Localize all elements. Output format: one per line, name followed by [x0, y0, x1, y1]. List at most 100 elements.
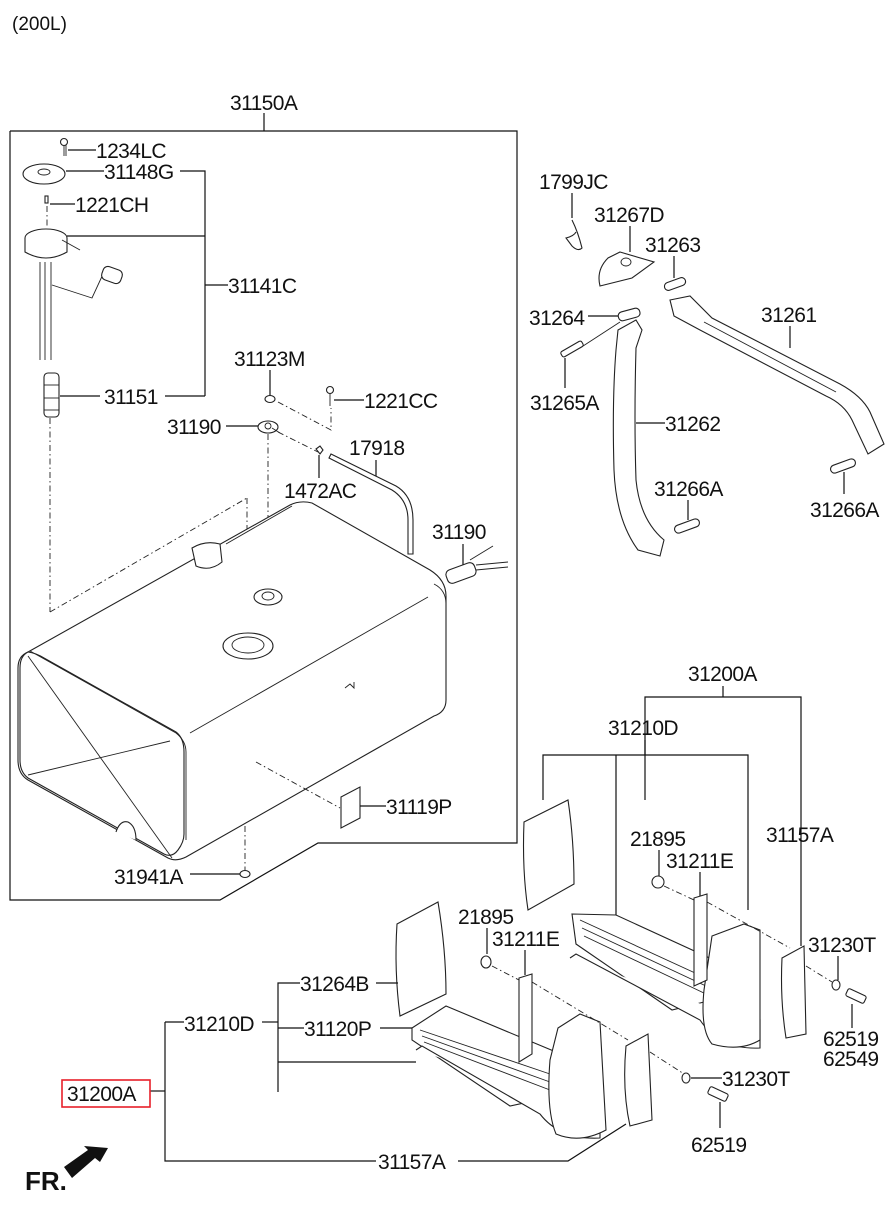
label-plate-icon: [340, 786, 361, 829]
label-31264B[interactable]: 31264B: [300, 973, 369, 996]
label-31264[interactable]: 31264: [529, 307, 586, 330]
stay-right-icon: [780, 945, 807, 1039]
label-21895-left[interactable]: 21895: [458, 906, 514, 929]
pin-icon: [663, 277, 687, 291]
label-31157A-left[interactable]: 31157A: [378, 1151, 446, 1174]
step-pad-left-icon: [395, 901, 447, 1017]
label-31941A[interactable]: 31941A: [114, 866, 184, 889]
bracket-right-icon: [693, 893, 708, 987]
label-plate-guide-line: [255, 761, 341, 809]
step-tread-right-icon: [569, 913, 761, 1049]
tank-band-lower-icon: [612, 319, 665, 557]
tank-band-group: 1799JC 31267D 31263 31261 31264 31265A 3…: [529, 171, 885, 557]
label-31211E-left[interactable]: 31211E: [492, 928, 560, 951]
label-31157A-right[interactable]: 31157A: [766, 824, 834, 847]
label-31190-second[interactable]: 31190: [432, 521, 486, 544]
fuel-sender-unit-icon: [24, 206, 123, 360]
nut-icon: [480, 955, 492, 969]
front-label: FR.: [25, 1166, 67, 1196]
label-31261[interactable]: 31261: [761, 304, 817, 327]
screw-guide-line: [277, 401, 332, 431]
clamp-icon: [315, 445, 324, 455]
label-62549-right[interactable]: 62549: [823, 1048, 879, 1071]
label-31266A-right[interactable]: 31266A: [810, 499, 880, 522]
vent-valve-icon: [257, 420, 281, 434]
nut-guide-line: [663, 885, 695, 901]
small-screw-icon: [44, 195, 49, 204]
fuel-tank-icon: [17, 501, 447, 861]
label-31200A-left[interactable]: 31200A: [67, 1083, 137, 1106]
tank-band-upper-icon: [669, 295, 885, 455]
tank-assembly-frame: [9, 130, 518, 901]
label-31267D[interactable]: 31267D: [594, 204, 665, 227]
band-upper-line: [703, 321, 837, 393]
label-17918[interactable]: 17918: [349, 437, 405, 460]
label-31148G[interactable]: 31148G: [104, 161, 174, 184]
hose-icon: [328, 453, 414, 555]
label-1799JC[interactable]: 1799JC: [539, 171, 609, 194]
washer-icon: [681, 1072, 691, 1084]
bracket-31210D-left: [277, 982, 300, 1092]
bolt-icon: [707, 1086, 729, 1102]
label-31200A-right[interactable]: 31200A: [688, 663, 758, 686]
bolt-icon: [845, 988, 867, 1004]
label-1221CC[interactable]: 1221CC: [364, 390, 438, 413]
pin-icon: [829, 458, 857, 474]
step-assembly-right-group: 31200A 31210D 21895 31211E 31157A 31230T: [522, 663, 879, 1071]
label-31265A[interactable]: 31265A: [530, 392, 600, 415]
bolt-icon: [560, 340, 584, 358]
highlight-box: [61, 1079, 151, 1108]
label-31150A[interactable]: 31150A: [230, 92, 298, 115]
label-31263[interactable]: 31263: [645, 234, 701, 257]
bracket-31200A-left: [164, 1022, 376, 1162]
step-assembly-left-group: 21895 31211E 31230T 62519 31264B 31120P …: [61, 901, 791, 1174]
label-31119P[interactable]: 31119P: [386, 796, 452, 819]
label-1234LC[interactable]: 1234LC: [96, 140, 167, 163]
bracket-guide-line-left: [531, 981, 629, 1041]
nut-icon: [651, 875, 665, 889]
washer-icon: [831, 979, 841, 991]
label-1221CH[interactable]: 1221CH: [75, 194, 149, 217]
bracket-cover-icon: [598, 251, 656, 287]
label-31266A[interactable]: 31266A: [654, 478, 724, 501]
bracket-guide-line: [706, 901, 791, 949]
label-31262[interactable]: 31262: [665, 413, 721, 436]
label-62519-left[interactable]: 62519: [691, 1134, 747, 1157]
bolt-guide-line: [579, 321, 621, 349]
drain-plug-icon: [239, 869, 251, 879]
label-21895-right[interactable]: 21895: [630, 828, 686, 851]
screw-icon: [59, 137, 69, 156]
step-pad-right-icon: [522, 799, 575, 911]
cover-plate-icon: [22, 163, 66, 185]
strainer-icon: [43, 372, 60, 418]
label-31230T-left[interactable]: 31230T: [722, 1068, 791, 1091]
bracket-cover-hole: [620, 257, 632, 267]
label-31230T-right[interactable]: 31230T: [808, 934, 877, 957]
label-31211E-right[interactable]: 31211E: [666, 850, 734, 873]
stay-left-icon: [624, 1033, 653, 1127]
front-direction-indicator: FR.: [25, 1146, 108, 1196]
label-31210D-left[interactable]: 31210D: [184, 1013, 255, 1036]
nut-guide-line-left: [491, 965, 520, 981]
bracket-31141C: [180, 170, 206, 396]
tank-assembly-group: 31150A 1234LC 31148G 1221CH: [9, 92, 518, 901]
label-31123M[interactable]: 31123M: [234, 348, 305, 371]
strainer-guide-line-b: [49, 497, 248, 613]
pin-icon: [617, 307, 641, 322]
label-31210D-right[interactable]: 31210D: [608, 717, 679, 740]
pin-icon: [673, 518, 701, 534]
step-tread-left-icon: [411, 1005, 607, 1139]
label-31151[interactable]: 31151: [104, 386, 158, 409]
washer-guide-line: [805, 965, 833, 983]
label-31141C[interactable]: 31141C: [228, 275, 297, 298]
bracket-left-icon: [518, 973, 533, 1063]
screw-icon: [325, 385, 335, 406]
label-62519-right[interactable]: 62519: [823, 1028, 879, 1051]
washer-guide-line-left: [649, 1051, 685, 1075]
label-31120P[interactable]: 31120P: [304, 1018, 372, 1041]
leader-31157A-left: [458, 1123, 627, 1162]
label-1472AC[interactable]: 1472AC: [284, 480, 357, 503]
label-31190[interactable]: 31190: [167, 416, 221, 439]
gasket-icon: [264, 394, 276, 404]
